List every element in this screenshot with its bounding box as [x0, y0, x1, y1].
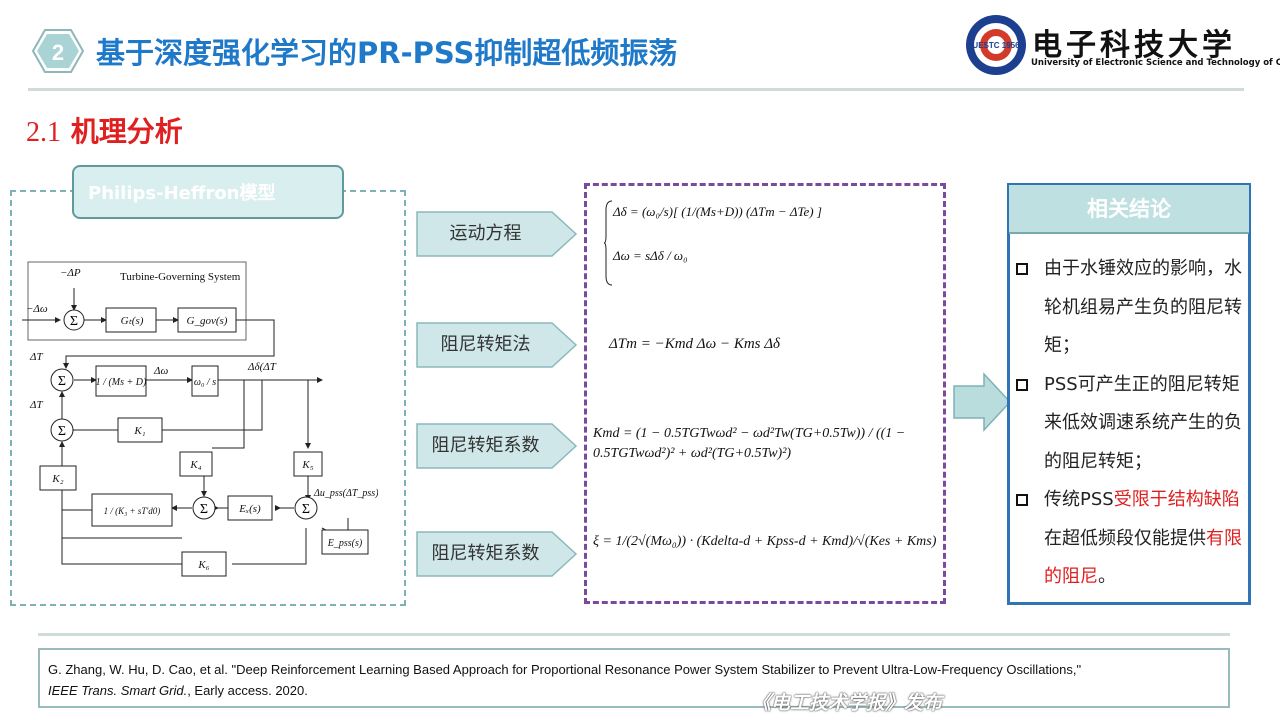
- step-arrow-1: [416, 211, 578, 257]
- reference-line-2: IEEE Trans. Smart Grid., Early access. 2…: [48, 683, 308, 698]
- field-block: 1 / (K₃ + sT'd0): [104, 506, 161, 516]
- seal-text: UESTC 1956: [972, 41, 1020, 50]
- gt-block: Gₜ(s): [121, 315, 144, 327]
- motion-equation-1: Δδ = (ω₀/s)[ (1/(Ms+D)) (ΔTm − ΔTe) ]: [613, 204, 822, 219]
- step-label-damping-coefficient: 阻尼转矩系数: [431, 435, 540, 456]
- university-logo: UESTC 1956: [964, 12, 1234, 78]
- k5-block: K₅: [301, 459, 313, 471]
- university-seal-icon: UESTC 1956: [966, 15, 1026, 75]
- subsection-title: 机理分析: [70, 115, 183, 148]
- slide-title: 基于深度强化学习的PR-PSS抑制超低频振荡: [96, 36, 678, 70]
- omega-input-label: −Δω: [26, 303, 48, 315]
- swing-block: 1 / (Ms + D): [96, 377, 147, 388]
- header-divider: [28, 88, 1244, 91]
- sum-symbol: Σ: [58, 374, 66, 389]
- reference-box: G. Zhang, W. Hu, D. Cao, et al. "Deep Re…: [38, 648, 1230, 708]
- conclusion-arrow: [953, 372, 1012, 432]
- section-number-hexagon: 2: [32, 29, 84, 73]
- sum-symbol: Σ: [70, 314, 78, 329]
- footer-divider: [38, 633, 1230, 636]
- university-name-cn: 电子科技大学: [1032, 28, 1236, 63]
- sum-symbol: Σ: [302, 502, 310, 517]
- step-label-damping-ratio: 阻尼转矩系数: [431, 543, 540, 564]
- torque-equation: ΔTm = −Kmd Δω − Kms Δδ: [609, 336, 781, 352]
- ggov-block: G_gov(s): [187, 315, 228, 327]
- integrator-block: ω₀ / s: [194, 377, 216, 388]
- xi-equation: ξ = 1/(2√(Mω₀)) · (Kdelta-d + Kpss-d + K…: [593, 534, 937, 549]
- step-arrow-2: [416, 322, 578, 368]
- upss-label: Δu_pss(ΔT_pss): [313, 488, 378, 499]
- brace-icon: [603, 200, 613, 286]
- tm-label: ΔT: [29, 351, 43, 363]
- step-arrow-3: [416, 423, 578, 469]
- checkbox-icon: [1016, 378, 1028, 391]
- sum-symbol: Σ: [58, 424, 66, 439]
- k6-block: K₆: [197, 559, 209, 571]
- k4-block: K₄: [189, 459, 201, 471]
- subsection-heading: 2.1 机理分析: [26, 110, 183, 150]
- k2-block: K₂: [51, 473, 63, 485]
- checkbox-icon: [1016, 263, 1028, 275]
- sum-symbol: Σ: [200, 502, 208, 517]
- conclusions-heading: 相关结论: [1009, 185, 1249, 234]
- k1-block: K₁: [133, 425, 145, 437]
- conclusions-list: 由于水锤效应的影响，水轮机组易产生负的阻尼转矩； PSS可产生正的阻尼转矩来低效…: [1012, 250, 1246, 597]
- conclusion-item: 由于水锤效应的影响，水轮机组易产生负的阻尼转矩；: [1012, 250, 1246, 366]
- conclusion-item: PSS可产生正的阻尼转矩来低效调速系统产生的负的阻尼转矩；: [1012, 366, 1246, 482]
- checkbox-icon: [1016, 494, 1028, 506]
- section-number: 2: [52, 40, 64, 65]
- pe-input-label: −ΔP: [60, 267, 81, 279]
- kmd-equation: Kmd = (1 − 0.5TGTwωd² − ωd²Tw(TG+0.5Tw))…: [593, 426, 906, 461]
- step-arrow-4: [416, 531, 578, 577]
- university-name-en: University of Electronic Science and Tec…: [1031, 58, 1280, 68]
- model-tab: Philips-Heffron模型: [72, 165, 344, 219]
- conclusion-item: 传统PSS受限于结构缺陷在超低频段仅能提供有限的阻尼。: [1012, 481, 1246, 597]
- domega-label: Δω: [153, 365, 168, 377]
- philips-heffron-block-diagram: Σ Σ Σ Σ Σ Gₜ(s) G_gov(s) 1 / (Ms + D) ω₀…: [22, 261, 378, 577]
- subsystem-label: Turbine-Governing System: [120, 271, 241, 283]
- step-label-damping-torque-method: 阻尼转矩法: [440, 334, 531, 355]
- pss-block: E_pss(s): [327, 538, 363, 549]
- ddelta-label: Δδ(ΔT: [247, 361, 277, 373]
- equations-panel: Δδ = (ω₀/s)[ (1/(Ms+D)) (ΔTm − ΔTe) ] Δω…: [584, 183, 946, 604]
- reference-line-1: G. Zhang, W. Hu, D. Cao, et al. "Deep Re…: [48, 662, 1082, 677]
- exciter-block: Eₓ(s): [238, 503, 261, 515]
- conclusions-panel: [1007, 183, 1251, 605]
- step-label-motion-equation: 运动方程: [449, 223, 522, 244]
- watermark: 《电工技术学报》发布: [752, 692, 943, 714]
- motion-equation-2: Δω = sΔδ / ω₀: [613, 248, 688, 263]
- te-label: ΔT: [29, 399, 43, 411]
- subsection-number: 2.1: [26, 117, 61, 148]
